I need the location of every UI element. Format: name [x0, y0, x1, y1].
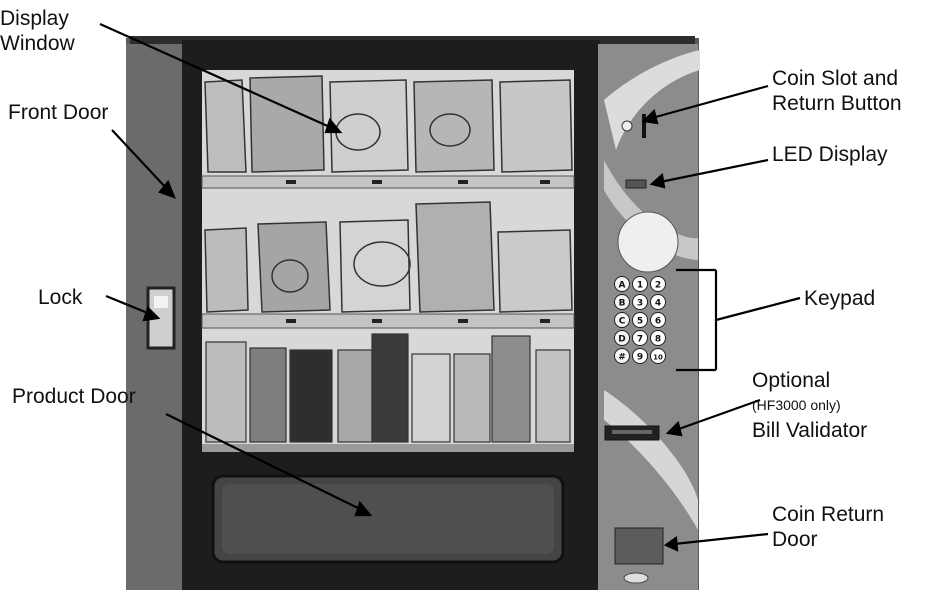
shelf-middle	[202, 314, 574, 328]
label-bill-validator-line1: Optional	[752, 368, 867, 393]
label-coin-slot-line2: Return Button	[772, 91, 902, 116]
label-led-display: LED Display	[772, 142, 888, 167]
keypad-key-label: 3	[637, 299, 643, 309]
label-bill-validator-line3: Bill Validator	[752, 418, 867, 443]
label-bill-validator-line2: (HF3000 only)	[752, 393, 867, 418]
keypad-key-label: 5	[637, 317, 643, 327]
keypad-key-label: A	[619, 281, 626, 291]
keypad: A 1 2B 3 4C 5 6D 7 8 #9 10	[615, 277, 666, 364]
keypad-key-label: 1	[637, 281, 643, 291]
brand-badge	[624, 573, 648, 583]
label-front-door: Front Door	[8, 100, 108, 125]
keypad-key-label: C	[619, 317, 626, 327]
label-display-window-line2: Window	[0, 31, 75, 56]
shelf-bottom	[202, 444, 574, 452]
products-bottom-row	[206, 334, 570, 442]
label-display-window-line1: Display	[0, 6, 75, 31]
label-display-window: Display Window	[0, 6, 75, 56]
keypad-key-label: 8	[655, 335, 661, 345]
label-coin-return-door-line1: Coin Return	[772, 502, 884, 527]
label-coin-slot-line1: Coin Slot and	[772, 66, 902, 91]
coin-return-door	[615, 528, 663, 564]
keypad-key-label: B	[619, 299, 626, 309]
keypad-key-label: 7	[637, 335, 643, 345]
label-lock: Lock	[38, 285, 82, 310]
keypad-key-label: 9	[637, 353, 643, 363]
label-product-door: Product Door	[12, 384, 136, 409]
label-bill-validator: Optional (HF3000 only) Bill Validator	[752, 368, 867, 443]
led-display	[626, 180, 646, 188]
keypad-key-label: 4	[655, 299, 661, 309]
label-coin-return-door: Coin Return Door	[772, 502, 884, 552]
products-top-row	[205, 76, 572, 172]
shelf-top	[202, 176, 574, 188]
coin-return-button	[622, 121, 632, 131]
label-keypad: Keypad	[804, 286, 875, 311]
instruction-label	[618, 212, 678, 272]
coin-slot	[642, 114, 646, 138]
keypad-key-label: D	[618, 335, 625, 345]
label-coin-return-door-line2: Door	[772, 527, 884, 552]
label-coin-slot: Coin Slot and Return Button	[772, 66, 902, 116]
keypad-key-label: 2	[655, 281, 661, 291]
keypad-key-label: 6	[655, 317, 661, 327]
keypad-key-label: #	[618, 353, 626, 363]
keypad-key-label: 10	[653, 354, 663, 362]
